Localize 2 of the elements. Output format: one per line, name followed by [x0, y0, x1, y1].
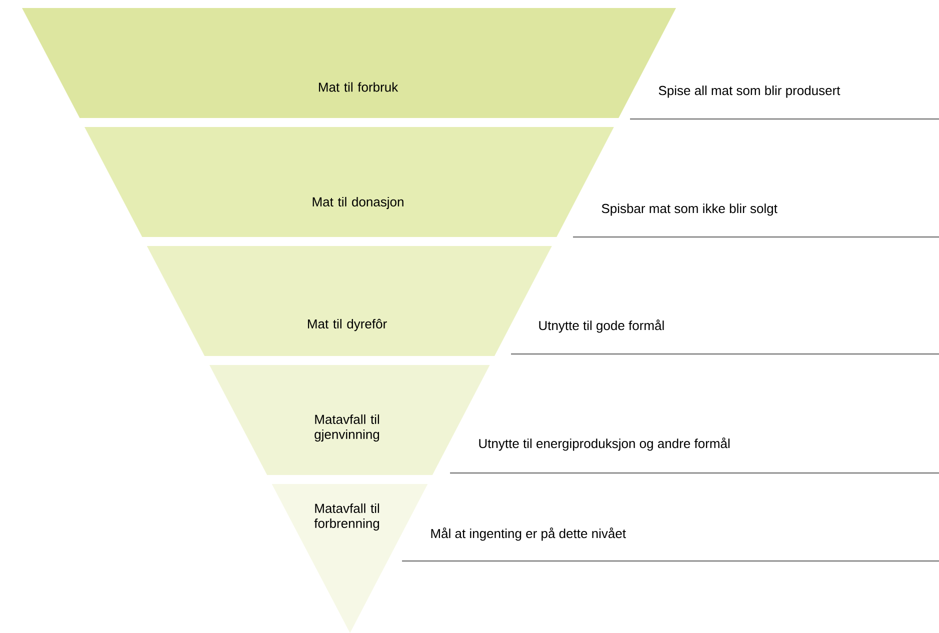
pyramid-band: Matavfall til forbrenning: [272, 484, 428, 633]
description-text: Mål at ingenting er på dette nivået: [431, 528, 626, 541]
